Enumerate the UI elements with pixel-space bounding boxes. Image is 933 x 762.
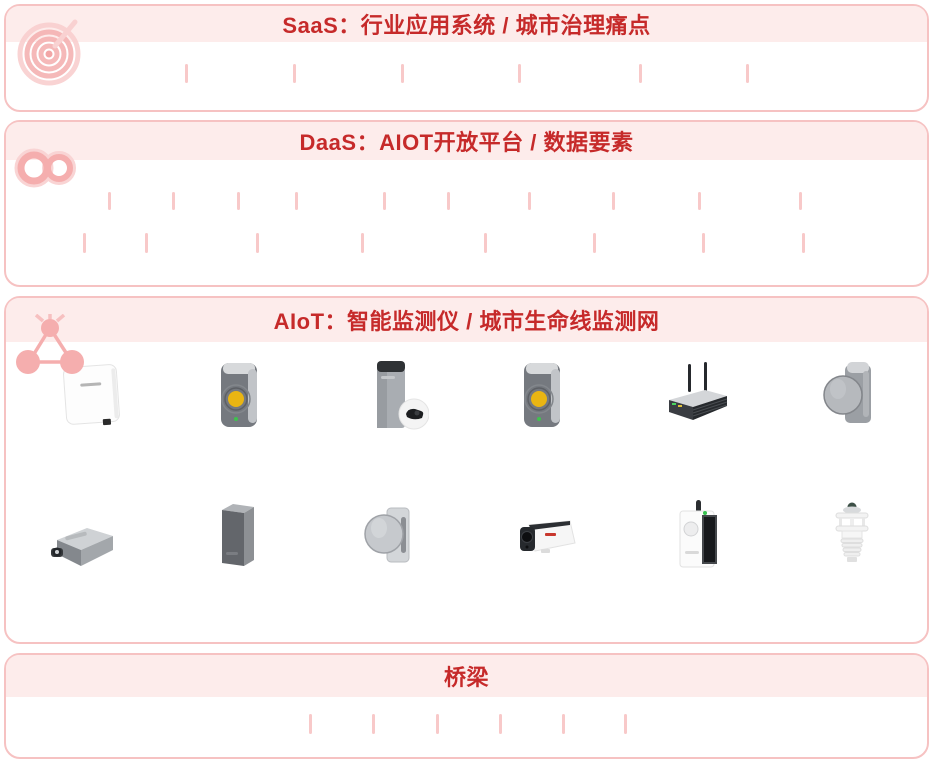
device-ultrasonic-weather-sensor xyxy=(834,501,870,563)
separator-bar xyxy=(746,64,749,83)
separator-bar xyxy=(293,64,296,83)
separator-bar xyxy=(702,233,705,253)
separator-bar xyxy=(383,192,386,210)
device-square-panel-sensor xyxy=(61,360,121,430)
device-gateway-router-antennas xyxy=(663,362,731,426)
separator-bar xyxy=(528,192,531,210)
panel-daas-header: DaaS：AIOT开放平台 / 数据要素 xyxy=(6,122,927,160)
panel-bridge-header: 桥梁 xyxy=(6,655,927,697)
panel-saas: SaaS：行业应用系统 / 城市治理痛点 xyxy=(4,4,929,112)
triangle-network-icon xyxy=(12,314,88,376)
separator-bar xyxy=(401,64,404,83)
separator-bar xyxy=(447,192,450,210)
separator-bar xyxy=(799,192,802,210)
separator-bar xyxy=(484,233,487,253)
separator-bar xyxy=(256,233,259,253)
separator-bar xyxy=(518,64,521,83)
device-disc-sensor-on-bracket xyxy=(823,357,875,427)
separator-bar xyxy=(698,192,701,210)
device-vibration-sensor-yellow-button xyxy=(217,359,263,431)
separator-bar xyxy=(237,192,240,210)
radar-rings-icon xyxy=(11,14,87,90)
separator-bar xyxy=(309,714,312,734)
separator-bar xyxy=(185,64,188,83)
separator-bar xyxy=(612,192,615,210)
separator-bar xyxy=(436,714,439,734)
separator-bar xyxy=(108,192,111,210)
device-bullet-camera xyxy=(513,518,579,556)
panel-daas-title: DaaS：AIOT开放平台 / 数据要素 xyxy=(299,130,634,155)
device-flat-box-sensor-connector xyxy=(51,518,115,570)
panel-saas-title: SaaS：行业应用系统 / 城市治理痛点 xyxy=(282,13,651,38)
device-pillar-sensor-with-probe xyxy=(359,356,429,432)
separator-bar xyxy=(639,64,642,83)
panel-aiot: AIoT：智能监测仪 / 城市生命线监测网 xyxy=(4,296,929,644)
panel-bridge-title: 桥梁 xyxy=(443,665,489,690)
panel-bridge: 桥梁 xyxy=(4,653,929,759)
separator-bar xyxy=(172,192,175,210)
panel-aiot-header: AIoT：智能监测仪 / 城市生命线监测网 xyxy=(6,298,927,342)
panel-saas-header: SaaS：行业应用系统 / 城市治理痛点 xyxy=(6,6,927,42)
panel-daas: DaaS：AIOT开放平台 / 数据要素 xyxy=(4,120,929,287)
panel-aiot-title: AIoT：智能监测仪 / 城市生命线监测网 xyxy=(273,309,660,334)
separator-bar xyxy=(372,714,375,734)
separator-bar xyxy=(361,233,364,253)
separator-bar xyxy=(802,233,805,253)
separator-bar xyxy=(83,233,86,253)
separator-bar xyxy=(145,233,148,253)
device-vibration-sensor-yellow-button xyxy=(520,359,566,431)
separator-bar xyxy=(624,714,627,734)
separator-bar xyxy=(499,714,502,734)
separator-bar xyxy=(562,714,565,734)
device-disc-sensor xyxy=(363,504,415,566)
separator-bar xyxy=(295,192,298,210)
device-dark-pillar-sensor xyxy=(214,500,260,570)
device-monitor-box-antenna xyxy=(674,498,724,570)
infinity-links-icon xyxy=(14,144,76,190)
separator-bar xyxy=(593,233,596,253)
